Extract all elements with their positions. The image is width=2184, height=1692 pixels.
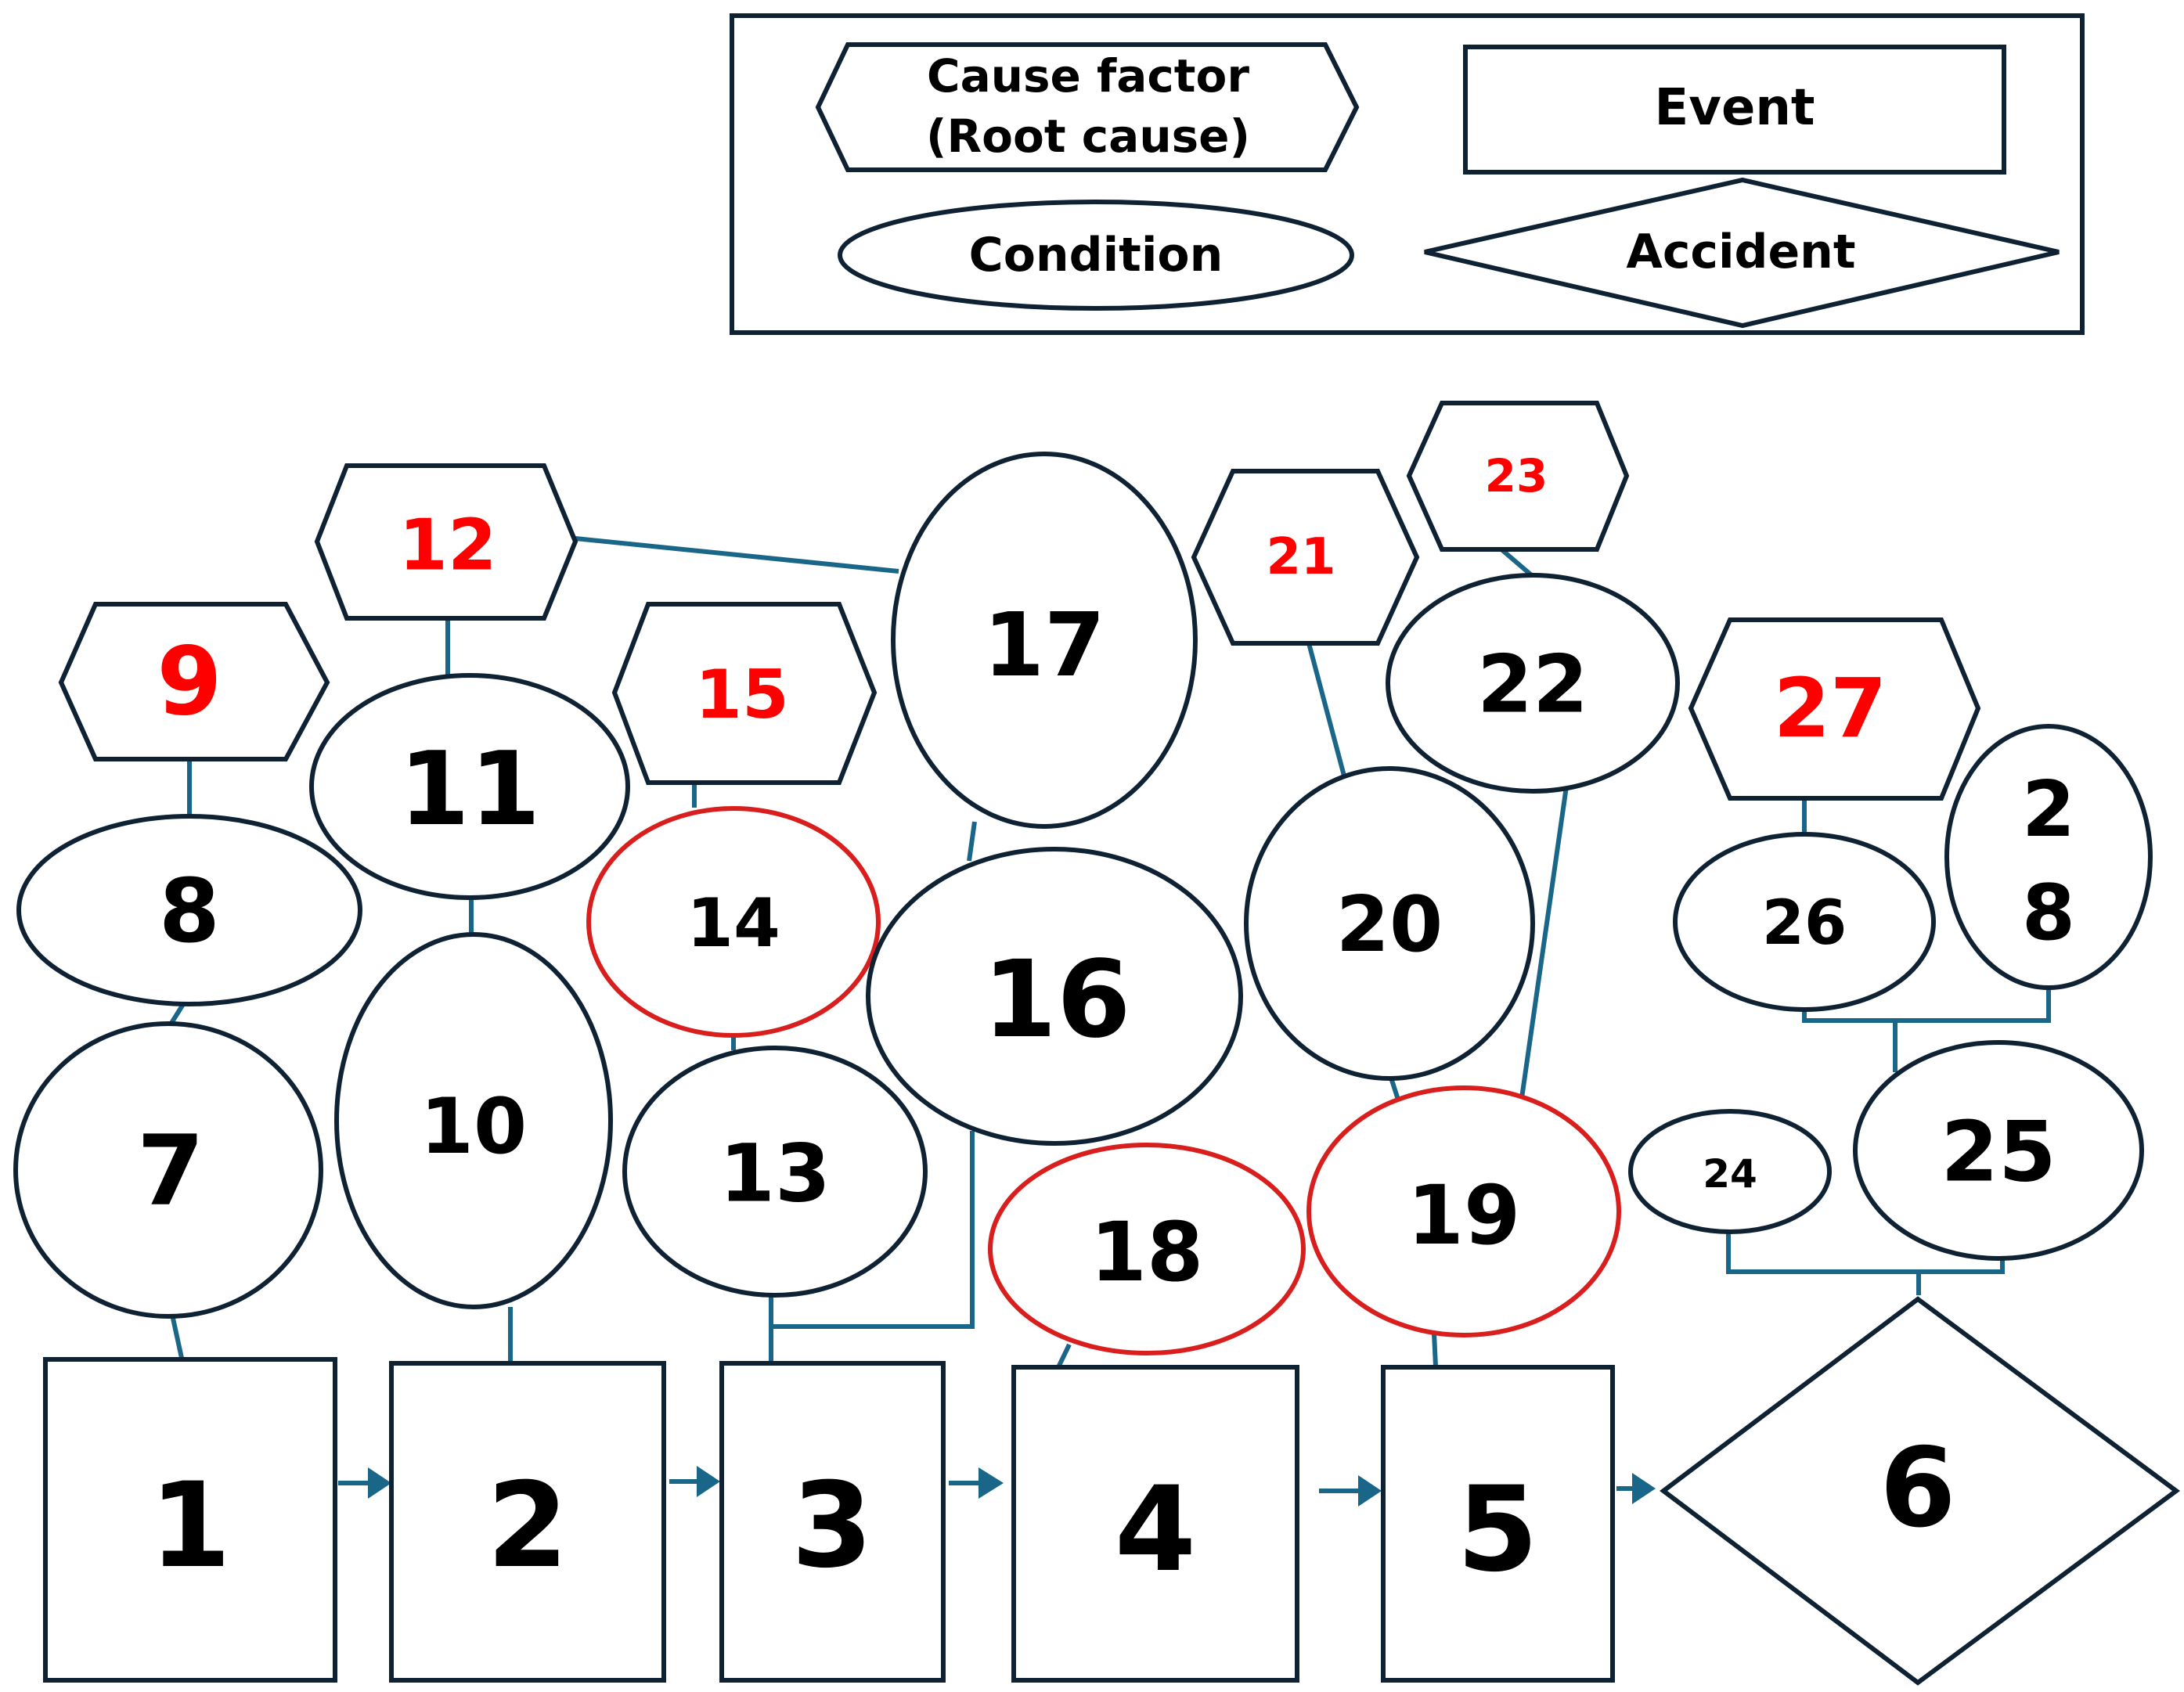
event-5: 5 (1381, 1365, 1615, 1683)
root-cause-15: 15 (611, 602, 878, 785)
connector-26-28-25 (1802, 988, 2051, 1023)
svg-text:19: 19 (1407, 1168, 1521, 1263)
event-3: 3 (719, 1361, 946, 1683)
legend-condition-label: Condition (969, 228, 1224, 283)
condition-8: 8 (16, 814, 362, 1006)
svg-text:2: 2 (487, 1458, 568, 1594)
condition-7: 7 (13, 1021, 323, 1319)
svg-text:13: 13 (719, 1128, 831, 1221)
svg-text:15: 15 (695, 656, 789, 734)
root-causes: 9 12 15 21 23 27 (58, 401, 1981, 801)
legend-event-label: Event (1655, 79, 1815, 137)
arrow-2-3 (669, 1466, 720, 1497)
connector-23-22 (1500, 547, 1536, 580)
svg-text:11: 11 (399, 729, 541, 848)
svg-text:12: 12 (398, 505, 496, 587)
svg-text:14: 14 (687, 884, 780, 963)
event-arrows (338, 1466, 1656, 1507)
svg-text:3: 3 (791, 1458, 873, 1594)
connector-21-20 (1306, 643, 1347, 779)
condition-22: 22 (1386, 573, 1680, 794)
legend-cause-factor-label-line1: Cause factor (927, 49, 1249, 103)
root-cause-23: 23 (1406, 401, 1630, 552)
connector-18-4 (1056, 1343, 1072, 1369)
root-cause-9: 9 (58, 602, 330, 761)
svg-text:17: 17 (983, 595, 1105, 697)
event-4: 4 (1011, 1365, 1299, 1683)
svg-text:26: 26 (1762, 888, 1847, 959)
connector-19-5 (1432, 1333, 1438, 1367)
svg-text:24: 24 (1703, 1151, 1757, 1197)
svg-text:1: 1 (150, 1458, 231, 1594)
svg-text:16: 16 (982, 938, 1130, 1062)
root-cause-12: 12 (314, 463, 578, 621)
connector-22-19 (1519, 786, 1569, 1104)
condition-18: 18 (988, 1143, 1306, 1355)
svg-text:5: 5 (1457, 1462, 1538, 1598)
legend-accident-label: Accident (1626, 225, 1855, 279)
connector-13-16-3 (769, 1131, 975, 1329)
svg-text:10: 10 (420, 1082, 527, 1172)
arrow-3-4 (949, 1467, 1004, 1499)
accident-6: 6 (1660, 1296, 2181, 1686)
legend-cause-factor-label-line2: (Root cause) (926, 110, 1250, 163)
svg-text:6: 6 (1879, 1425, 1955, 1553)
svg-text:22: 22 (1477, 639, 1588, 732)
svg-text:2: 2 (2022, 765, 2075, 855)
svg-text:7: 7 (137, 1115, 204, 1228)
connector-17-16 (967, 821, 977, 862)
legend-cause-factor-shape (815, 42, 1360, 172)
legend-condition-shape (838, 200, 1354, 311)
svg-text:20: 20 (1336, 880, 1443, 970)
svg-text:23: 23 (1485, 449, 1548, 502)
legend-accident-shape (1424, 177, 2060, 329)
events: 1 2 3 4 5 (43, 1357, 1615, 1683)
condition-14: 14 (586, 806, 881, 1038)
arrow-5-6 (1616, 1473, 1656, 1504)
condition-19: 19 (1306, 1085, 1621, 1337)
root-cause-21: 21 (1191, 469, 1420, 646)
svg-text:8: 8 (2022, 869, 2075, 958)
condition-26: 26 (1673, 832, 1936, 1012)
svg-text:8: 8 (159, 861, 220, 963)
svg-text:4: 4 (1115, 1462, 1196, 1598)
legend: Cause factor (Root cause) Event Conditio… (730, 13, 2085, 335)
event-1: 1 (43, 1357, 337, 1683)
svg-text:18: 18 (1090, 1204, 1204, 1300)
condition-24: 24 (1628, 1109, 1832, 1234)
root-cause-27: 27 (1688, 617, 1981, 801)
svg-text:27: 27 (1774, 661, 1887, 756)
legend-event-shape (1463, 45, 2006, 175)
condition-13: 13 (622, 1046, 928, 1298)
condition-11: 11 (309, 673, 630, 900)
conditions: 8 7 11 10 14 13 17 16 (13, 452, 2153, 1355)
svg-text:21: 21 (1266, 528, 1335, 586)
svg-text:9: 9 (157, 628, 222, 737)
arrow-4-5 (1319, 1475, 1382, 1507)
arrow-1-2 (338, 1467, 391, 1499)
event-2: 2 (389, 1361, 666, 1683)
connector-12-17 (575, 536, 899, 574)
connector-24-25-6 (1726, 1221, 2005, 1274)
connector-7-1 (170, 1314, 184, 1359)
condition-10: 10 (334, 932, 613, 1309)
condition-20: 20 (1244, 766, 1535, 1081)
condition-28: 2 8 (1944, 724, 2153, 990)
condition-16: 16 (866, 847, 1243, 1146)
svg-text:25: 25 (1941, 1104, 2056, 1201)
condition-17: 17 (891, 452, 1198, 829)
condition-25: 25 (1853, 1040, 2144, 1261)
